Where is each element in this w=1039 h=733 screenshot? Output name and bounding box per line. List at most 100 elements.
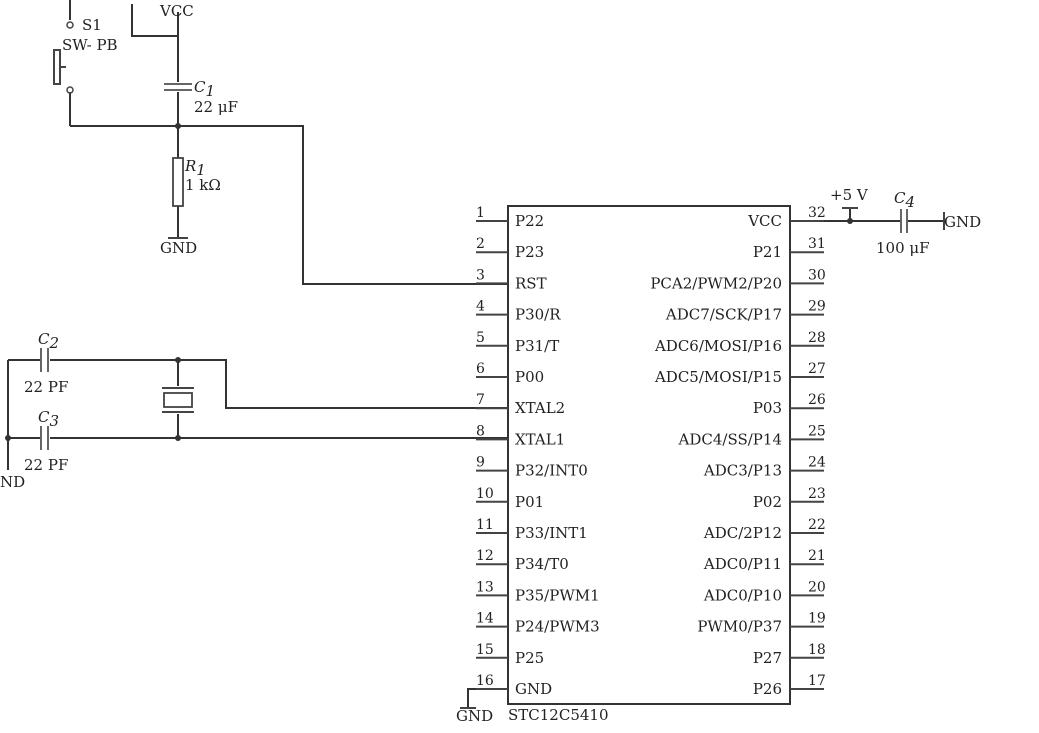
c3-value-label: 22 PF <box>24 456 68 474</box>
right-pin-label: ADC0/P10 <box>703 586 782 604</box>
c1-capacitor-symbol <box>164 83 192 91</box>
right-pin-number: 20 <box>808 579 826 595</box>
switch-ref-label: S1 <box>82 16 102 34</box>
right-pin-number: 27 <box>808 361 826 377</box>
osc-junction-left <box>5 435 11 441</box>
left-pin-number: 11 <box>476 517 494 533</box>
osc-junction-top <box>175 357 181 363</box>
left-pin-label: XTAL1 <box>515 430 565 448</box>
osc-wire-c2 <box>7 359 508 470</box>
right-pin-label: VCC <box>747 212 782 230</box>
chip-gnd-wire <box>467 688 476 708</box>
right-pin-number: 19 <box>808 611 826 627</box>
left-pin-number: 5 <box>476 330 485 346</box>
left-pin-label: P22 <box>515 212 544 230</box>
r1-ref-label: R1 <box>184 157 206 179</box>
left-pin-label: XTAL2 <box>515 399 565 417</box>
left-pin-number: 3 <box>476 267 485 283</box>
osc-gnd-label: ND <box>0 473 25 491</box>
right-pin-label: P27 <box>753 649 782 667</box>
left-pin-label: P32/INT0 <box>515 462 588 480</box>
r1-resistor-symbol <box>172 157 184 207</box>
left-pin-label: P01 <box>515 493 544 511</box>
c2-ref-label: C2 <box>38 330 59 352</box>
right-pin-number: 25 <box>808 423 826 439</box>
reset-gnd-label: GND <box>160 239 197 257</box>
left-pin-label: P23 <box>515 243 544 261</box>
left-pin-label: P34/T0 <box>515 555 569 573</box>
left-pin-number: 4 <box>476 299 485 315</box>
c3-ref-label: C3 <box>38 408 59 430</box>
left-pin-number: 16 <box>476 673 494 689</box>
right-pin-number: 21 <box>808 548 826 564</box>
left-pin-number: 13 <box>476 579 494 595</box>
left-pin-number: 7 <box>476 392 485 408</box>
left-pin-label: GND <box>515 680 552 698</box>
chip-gnd-label: GND <box>456 707 493 725</box>
left-pin-number: 2 <box>476 236 485 252</box>
right-pin-number: 22 <box>808 517 826 533</box>
c4-value-label: 100 μF <box>876 239 930 257</box>
chip-stc12c5410: 1 P22 2 P23 3 RST 4 P30/R 5 P31/T 6 P00 7 XTAL2 8 XTAL1… <box>456 205 826 725</box>
oscillator-circuit: C2 22 PF C3 22 PF ND <box>0 330 508 491</box>
right-pin-label: ADC5/MOSI/P15 <box>654 368 782 386</box>
left-pin-label: RST <box>515 274 547 292</box>
left-pin-label: P31/T <box>515 337 559 355</box>
right-pin-number: 28 <box>808 330 826 346</box>
right-pin-number: 30 <box>808 267 826 283</box>
right-pin-label: PCA2/PWM2/P20 <box>650 274 782 292</box>
left-pin-label: P30/R <box>515 306 561 324</box>
right-pin-number: 24 <box>808 455 826 471</box>
right-pin-number: 23 <box>808 486 826 502</box>
left-pin-number: 12 <box>476 548 494 564</box>
c1-value-label: 22 μF <box>194 98 238 116</box>
c2-value-label: 22 PF <box>24 378 68 396</box>
right-pin-label: P03 <box>753 399 782 417</box>
left-pin-label: P25 <box>515 649 544 667</box>
pushbutton-switch-symbol <box>53 21 74 94</box>
right-pin-number: 17 <box>808 673 826 689</box>
left-pin-number: 9 <box>476 455 485 471</box>
right-pin-label: ADC7/SCK/P17 <box>665 306 782 324</box>
c4-capacitor-symbol <box>900 209 908 233</box>
right-pin-number: 29 <box>808 299 826 315</box>
reset-circuit: VCC S1 SW- PB C1 22 μF R1 1 kΩ GND <box>53 0 508 285</box>
right-pin-label: P21 <box>753 243 782 261</box>
power-gnd-label: GND <box>944 213 981 231</box>
switch-type-label: SW- PB <box>62 36 118 54</box>
right-pin-label: ADC3/P13 <box>703 462 782 480</box>
chip-name-label: STC12C5410 <box>508 706 609 724</box>
reset-wire-junction <box>70 125 508 285</box>
crystal-symbol <box>162 387 194 413</box>
right-pin-label: ADC/2P12 <box>703 524 782 542</box>
right-pin-label: ADC4/SS/P14 <box>678 430 782 448</box>
left-pin-number: 15 <box>476 642 494 658</box>
left-pin-number: 1 <box>476 205 485 221</box>
chip-body <box>507 205 791 705</box>
power-junction-dot <box>847 218 853 224</box>
left-pin-number: 8 <box>476 423 485 439</box>
c1-ref-label: C1 <box>194 78 215 100</box>
vcc-label: VCC <box>159 2 194 20</box>
left-pin-label: P33/INT1 <box>515 524 588 542</box>
c3-capacitor-symbol <box>40 426 49 450</box>
right-pin-label: ADC6/MOSI/P16 <box>654 337 782 355</box>
right-pin-number: 32 <box>808 205 826 221</box>
right-pin-label: P02 <box>753 493 782 511</box>
osc-junction-bottom <box>175 435 181 441</box>
r1-value-label: 1 kΩ <box>185 176 221 194</box>
left-pin-number: 14 <box>476 611 494 627</box>
left-pin-number: 6 <box>476 361 485 377</box>
right-pin-label: ADC0/P11 <box>703 555 782 573</box>
left-pin-label: P00 <box>515 368 544 386</box>
plus5-label: +5 V <box>830 186 869 204</box>
c2-capacitor-symbol <box>40 348 49 372</box>
right-pin-number: 26 <box>808 392 826 408</box>
left-pin-label: P35/PWM1 <box>515 586 600 604</box>
left-pin-label: P24/PWM3 <box>515 618 600 636</box>
right-pin-label: PWM0/P37 <box>697 618 782 636</box>
chip-pins: 1 P22 2 P23 3 RST 4 P30/R 5 P31/T 6 P00 7 XTAL2 8 XTAL1… <box>476 205 826 698</box>
right-pin-label: P26 <box>753 680 782 698</box>
right-pin-number: 18 <box>808 642 826 658</box>
